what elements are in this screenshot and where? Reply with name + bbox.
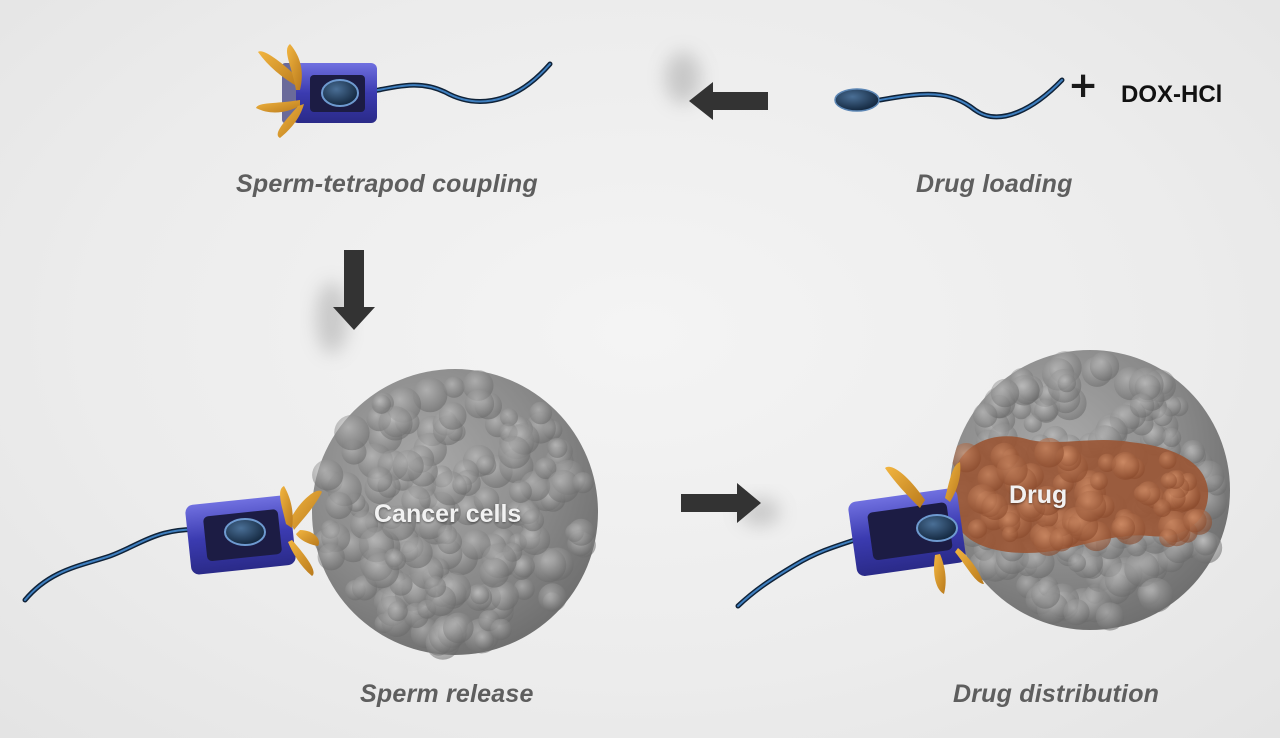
- cell-bump: [500, 408, 518, 427]
- cell-bump: [990, 378, 1020, 408]
- drug-bump: [981, 493, 1008, 520]
- drug-bump: [1160, 472, 1177, 489]
- cell-bump: [443, 376, 465, 398]
- cell-bump: [412, 377, 448, 413]
- cell-bump: [392, 450, 424, 482]
- cell-bump: [529, 401, 553, 425]
- drug-bump: [1034, 437, 1064, 468]
- sperm-distribution-assembly: [735, 462, 984, 609]
- cell-bump: [401, 485, 431, 516]
- cell-bump: [438, 402, 467, 430]
- cancer-cells-label: Cancer cells: [374, 500, 522, 528]
- cell-bump: [1067, 553, 1086, 573]
- cell-bump: [1129, 393, 1155, 418]
- cell-bump: [521, 509, 545, 532]
- cell-bump: [317, 543, 345, 571]
- cell-bump: [512, 555, 535, 578]
- cell-bump: [424, 576, 447, 598]
- cell-bump: [547, 437, 568, 458]
- cell-bump: [567, 518, 595, 546]
- cell-bump: [490, 618, 512, 641]
- plus-sign: +: [1068, 65, 1099, 106]
- cell-bump: [531, 547, 567, 583]
- cell-bump: [443, 612, 474, 644]
- cell-bump: [380, 505, 416, 541]
- cell-bump: [546, 469, 580, 503]
- cell-bump: [334, 414, 370, 451]
- sperm-release-assembly: [22, 486, 322, 603]
- step-label-release: Sperm release: [360, 680, 534, 708]
- cell-bump: [1152, 405, 1173, 427]
- cell-bump: [498, 436, 531, 469]
- cell-bump: [1034, 398, 1058, 423]
- drug-bump: [1111, 515, 1136, 540]
- cell-bump: [519, 524, 551, 556]
- cell-bump: [460, 529, 491, 560]
- drug-bump: [967, 519, 988, 539]
- cell-bump: [1162, 427, 1182, 448]
- cell-bump: [367, 466, 393, 492]
- cell-bump: [312, 459, 344, 491]
- cell-bump: [1063, 599, 1090, 626]
- cell-bump: [470, 585, 490, 605]
- cancer-cell-release: [312, 369, 598, 660]
- cell-bump: [437, 529, 463, 555]
- drug-bump: [1032, 485, 1063, 516]
- reagent-name: DOX-HCl: [1121, 81, 1223, 108]
- arrow-left-loading-to-coupling: [665, 52, 768, 120]
- drug-bump: [1153, 499, 1172, 518]
- cell-bump: [386, 550, 406, 571]
- step-label-distribution: Drug distribution: [953, 680, 1160, 708]
- cell-bump: [1138, 577, 1174, 613]
- sperm-tetrapod-coupled: [256, 44, 553, 138]
- cell-bump: [452, 475, 472, 495]
- cell-bump: [973, 403, 998, 428]
- drug-bump: [1075, 490, 1107, 522]
- cell-bump: [464, 389, 495, 419]
- cell-bump: [479, 557, 510, 588]
- cell-bump: [1181, 440, 1205, 464]
- cell-bump: [1193, 531, 1218, 556]
- cell-bump: [371, 394, 391, 414]
- free-sperm: [834, 77, 1065, 120]
- step-label-loading: Drug loading: [916, 170, 1073, 198]
- drug-bump: [1049, 527, 1074, 552]
- cell-bump: [572, 472, 594, 494]
- cell-bump: [534, 457, 557, 480]
- drug-bumps: [951, 437, 1213, 556]
- cell-bump: [1057, 373, 1077, 393]
- cell-bump: [1095, 602, 1124, 631]
- drug-bump: [1159, 528, 1178, 548]
- cell-bump: [476, 455, 497, 476]
- cell-bump: [1124, 551, 1160, 587]
- drug-bump: [996, 454, 1028, 486]
- drug-bump: [1136, 481, 1161, 506]
- cell-bump: [1023, 414, 1042, 433]
- step-label-coupling: Sperm-tetrapod coupling: [236, 170, 538, 198]
- cell-bump: [401, 537, 433, 569]
- cell-bump: [474, 630, 494, 650]
- drug-label: Drug: [1009, 481, 1068, 509]
- cancer-cell-drug: [949, 350, 1230, 631]
- drug-bump: [1183, 508, 1207, 533]
- cell-bump: [489, 581, 519, 611]
- cell-bump: [509, 480, 532, 503]
- cell-bump: [325, 492, 353, 520]
- drug-bump: [1111, 452, 1140, 480]
- cell-bump: [387, 601, 408, 622]
- arrow-down-coupling-to-release: [316, 250, 375, 354]
- cell-surface-bumps: [312, 370, 596, 660]
- cell-bump: [492, 506, 516, 529]
- cell-bump: [473, 487, 500, 513]
- arrow-right-release-to-distribution: [681, 483, 780, 526]
- drug-bump: [1090, 472, 1108, 491]
- cell-bump: [538, 583, 567, 612]
- drug-bump: [1158, 451, 1177, 470]
- cell-bump: [1030, 579, 1061, 609]
- cell-bump: [1089, 351, 1120, 381]
- cell-bump: [378, 406, 413, 441]
- drug-bump: [1002, 526, 1018, 543]
